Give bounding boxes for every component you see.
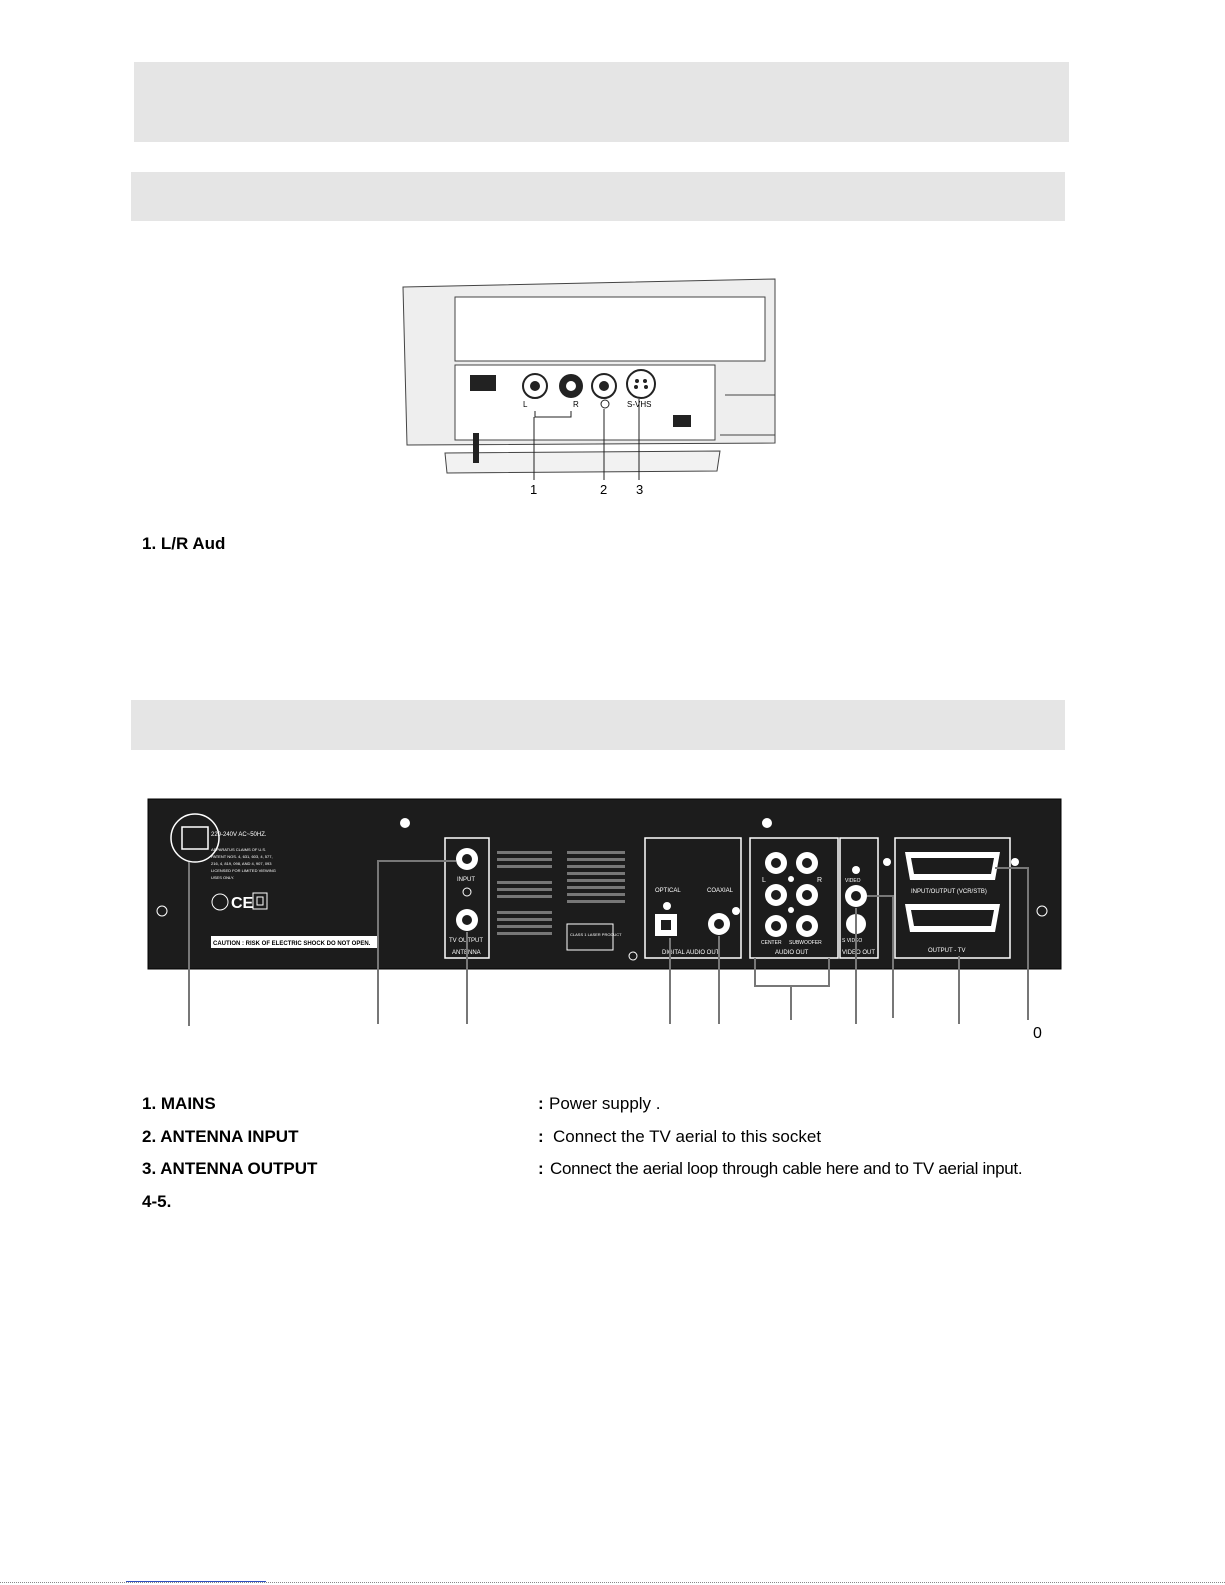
coaxial-label: COAXIAL: [707, 888, 734, 894]
footnote-link-rule: [126, 1581, 266, 1582]
optical-label: OPTICAL: [655, 888, 681, 894]
spec-desc: Connect the aerial loop through cable he…: [550, 1159, 1023, 1178]
spec-row: 3. ANTENNA OUTPUT : Connect the aerial l…: [142, 1159, 1023, 1179]
audio-group-label: AUDIO OUT: [775, 950, 809, 956]
scart-out-label: OUTPUT - TV: [928, 948, 965, 954]
spec-row: 2. ANTENNA INPUT : Connect the TV aerial…: [142, 1127, 821, 1147]
antenna-input-label: INPUT: [457, 877, 475, 883]
spec-desc: Connect the TV aerial to this socket: [553, 1127, 822, 1146]
voltage-text: 220-240V AC~50HZ.: [211, 832, 267, 838]
section-band-front: [131, 172, 1065, 221]
title-band: [134, 62, 1069, 142]
spec-key: 3. ANTENNA OUTPUT: [142, 1159, 318, 1178]
front-callout-3: 3: [636, 482, 644, 497]
front-item-1: 1. L/R Aud: [142, 534, 226, 553]
caution-text: CAUTION : RISK OF ELECTRIC SHOCK DO NOT …: [213, 941, 371, 947]
spec-colon: :: [538, 1094, 544, 1113]
spec-colon: :: [538, 1159, 544, 1178]
svideo-label: S VIDEO: [842, 938, 862, 944]
spec-row: 1. MAINS : Power supply .: [142, 1094, 661, 1114]
audio-left-label: L: [762, 877, 766, 884]
rear-callout-last: 0: [1033, 1025, 1042, 1042]
spec-key: 2. ANTENNA INPUT: [142, 1127, 299, 1146]
audio-subwoofer-label: SUBWOOFER: [789, 940, 822, 946]
spec-key: 4-5.: [142, 1192, 172, 1211]
audio-right-label: R: [817, 877, 822, 884]
video-label: VIDEO: [845, 878, 861, 884]
audio-center-label: CENTER: [761, 940, 782, 946]
section-band-rear: [131, 700, 1065, 750]
rear-panel-diagram: 220-240V AC~50HZ. APPARATUS CLAIMS OF U.…: [147, 798, 1062, 1026]
laser-label: CLASS 1 LASER PRODUCT: [570, 932, 622, 937]
front-callout-1: 1: [530, 482, 538, 497]
patent-line-3: 216, 4, 819, 098, AND 4, 907, 093: [211, 861, 272, 866]
spec-key: 1. MAINS: [142, 1094, 216, 1113]
patent-line-2: PATENT NOS. 4, 631, 603, 4, 577,: [211, 854, 273, 859]
front-callout-2: 2: [600, 482, 608, 497]
spec-row: 4-5.: [142, 1192, 171, 1212]
footnote-rule: [0, 1582, 1225, 1583]
svg-text:CE: CE: [231, 895, 254, 912]
front-panel-diagram: L R S-VHS: [402, 278, 776, 480]
spec-desc: Power supply .: [549, 1094, 661, 1113]
jack-label-left: L: [523, 400, 528, 409]
digital-group-label: DIGITAL AUDIO OUT: [662, 950, 720, 956]
patent-line-5: USES ONLY.: [211, 875, 234, 880]
patent-line-1: APPARATUS CLAIMS OF U.S.: [211, 847, 266, 852]
jack-label-right: R: [573, 400, 579, 409]
patent-line-4: LICENSED FOR LIMITED VIEWING: [211, 868, 276, 873]
scart-io-label: INPUT/OUTPUT (VCR/STB): [911, 889, 987, 895]
spec-colon: :: [538, 1127, 544, 1146]
video-group-label: VIDEO OUT: [842, 950, 875, 956]
